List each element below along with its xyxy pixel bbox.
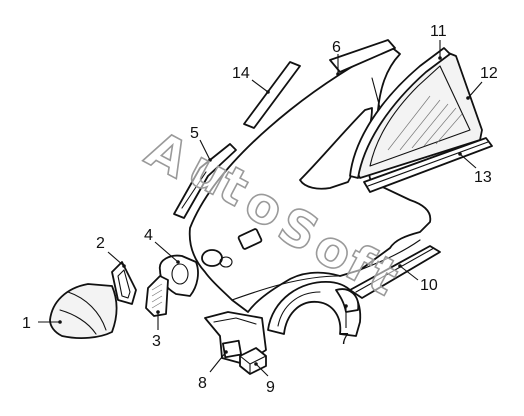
callout-labels: 1 2 3 4 5 6 7 8 9 10 11 12 13 14 [22,23,498,396]
callout-7: 7 [340,331,349,348]
glass-lower-moulding [363,137,493,193]
callout-3: 3 [152,333,161,350]
callout-10: 10 [420,277,438,294]
sill-trim [349,245,441,299]
callout-4: 4 [144,227,153,244]
lamp-gasket [111,261,137,305]
callout-14: 14 [232,65,250,82]
roof-trim-strip [243,61,301,129]
callout-6: 6 [332,39,341,56]
reflector-plate [145,275,169,317]
callout-13: 13 [474,169,492,186]
glass-seal-strip [349,47,451,179]
callout-9: 9 [266,379,275,396]
watermark: A u t o S o f t [136,119,408,308]
tail-lamp [49,283,118,339]
callout-8: 8 [198,375,207,392]
callout-12: 12 [480,65,498,82]
pillar-trim [173,143,237,219]
callout-11: 11 [430,23,447,40]
callout-2: 2 [96,235,105,252]
callout-5: 5 [190,125,199,142]
callout-1: 1 [22,315,31,332]
quarter-panel [188,39,432,313]
wheel-arch-liner [267,281,362,337]
leader-lines [38,40,483,377]
